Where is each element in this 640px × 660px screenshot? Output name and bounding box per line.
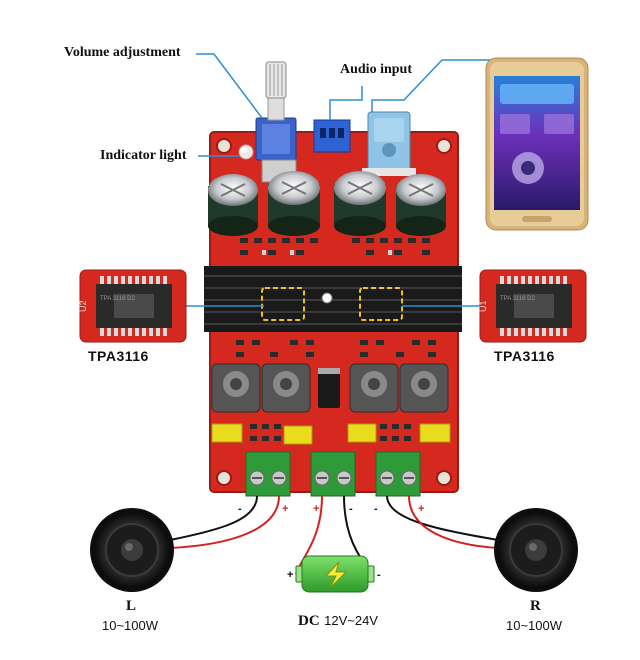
dc-range: 12V~24V (324, 613, 378, 628)
chip-inset-right: U1 TPA 3116 D2 (478, 269, 587, 343)
battery-plus: + (287, 569, 293, 581)
phone-icon (485, 57, 589, 231)
audio-input-header (313, 119, 351, 153)
left-power-label: 10~100W (102, 618, 159, 633)
polarity-left-plus: + (282, 503, 288, 515)
capacitors (208, 171, 446, 236)
callout-lines (186, 53, 490, 307)
chip-label-right: TPA3116 (494, 348, 555, 364)
volume-adjustment-label: Volume adjustment (64, 45, 181, 60)
audio-jack (362, 111, 416, 176)
dc-prefix: DC (298, 613, 320, 629)
left-channel-label: L (126, 598, 137, 614)
terminal-blocks (245, 451, 421, 497)
chip-marking: TPA 3116 D2 (500, 296, 535, 302)
led-icon (238, 144, 254, 160)
polarity-left-minus: - (238, 503, 242, 515)
chip-silk-label: U1 (478, 300, 488, 312)
polarity-power-plus: + (313, 503, 319, 515)
right-power-label: 10~100W (506, 618, 563, 633)
chip-silk-label: U2 (78, 300, 88, 312)
speaker-icon (90, 508, 174, 592)
potentiometer-icon (255, 61, 297, 183)
heatsink (204, 266, 462, 332)
chip-inset-left: U2 TPA 3116 D2 (78, 269, 187, 343)
speaker-icon (494, 508, 578, 592)
right-channel-label: R (530, 598, 541, 614)
battery-minus: - (377, 569, 381, 581)
chip-marking: TPA 3116 D2 (100, 296, 135, 302)
inductors (211, 363, 449, 413)
battery-icon (295, 555, 375, 593)
polarity-power-minus: - (349, 503, 353, 515)
polarity-marks: - + + - - + + - (238, 503, 424, 581)
chip-label-left: TPA3116 (88, 348, 149, 364)
audio-input-label: Audio input (340, 62, 412, 77)
dc-voltage-label: DC 12V~24V (298, 612, 378, 630)
film-capacitors (211, 423, 451, 445)
polarity-right-plus: + (418, 503, 424, 515)
indicator-light-label: Indicator light (100, 148, 187, 163)
polarity-right-minus: - (374, 503, 378, 515)
